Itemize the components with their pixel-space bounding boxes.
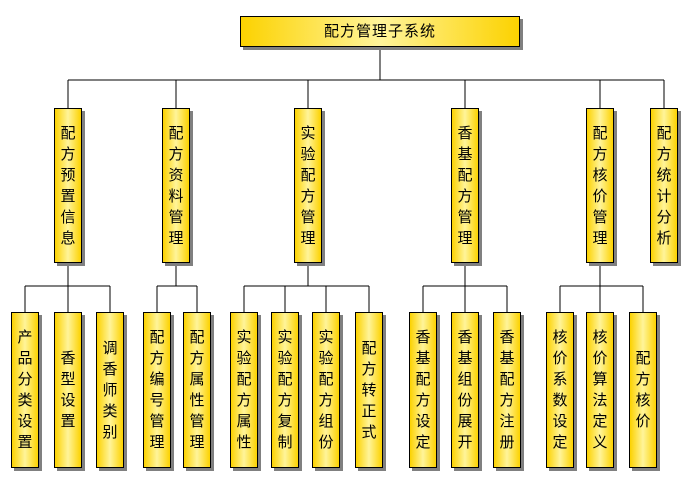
- leaf-label: 核价算法定义: [592, 328, 608, 451]
- module-experimental-formula: 实验配方管理: [294, 108, 322, 263]
- leaf-experimental-copy: 实验配方复制: [271, 312, 299, 468]
- leaf-experimental-attributes: 实验配方属性: [230, 312, 258, 468]
- leaf-formula-formalize: 配方转正式: [355, 312, 383, 468]
- module-formula-data: 配方资料管理: [162, 108, 190, 263]
- module-pricing: 配方核价管理: [586, 108, 614, 263]
- leaf-label: 配方转正式: [361, 338, 377, 441]
- leaf-formula-attributes: 配方属性管理: [183, 312, 211, 468]
- leaf-label: 香基配方设定: [415, 328, 431, 451]
- leaf-formula-number: 配方编号管理: [143, 312, 171, 468]
- leaf-experimental-components: 实验配方组份: [312, 312, 340, 468]
- module-preset-info: 配方预置信息: [54, 108, 82, 263]
- leaf-base-formula-register: 香基配方注册: [493, 312, 521, 468]
- root-node: 配方管理子系统: [240, 16, 520, 47]
- leaf-product-category: 产品分类设置: [11, 312, 39, 468]
- leaf-base-component-expand: 香基组份展开: [451, 312, 479, 468]
- leaf-label: 香基配方注册: [499, 328, 515, 451]
- leaf-label: 实验配方组份: [318, 328, 334, 451]
- leaf-label: 核价系数设定: [552, 328, 568, 451]
- module-statistics: 配方统计分析: [650, 108, 678, 263]
- leaf-label: 配方编号管理: [149, 328, 165, 451]
- leaf-pricing-algorithm: 核价算法定义: [586, 312, 614, 468]
- leaf-label: 调香师类别: [102, 338, 118, 441]
- leaf-label: 香基组份展开: [457, 328, 473, 451]
- leaf-perfumer-category: 调香师类别: [96, 312, 124, 468]
- module-label: 配方统计分析: [656, 123, 672, 247]
- module-label: 实验配方管理: [300, 123, 316, 247]
- leaf-formula-pricing: 配方核价: [629, 312, 657, 468]
- root-node-label: 配方管理子系统: [323, 22, 436, 40]
- leaf-label: 配方属性管理: [189, 328, 205, 451]
- module-label: 配方资料管理: [168, 123, 184, 247]
- leaf-pricing-coefficient: 核价系数设定: [546, 312, 574, 468]
- leaf-label: 配方核价: [635, 349, 651, 430]
- module-label: 配方预置信息: [60, 123, 76, 247]
- module-base-fragrance: 香基配方管理: [451, 108, 479, 263]
- leaf-label: 香型设置: [60, 349, 76, 430]
- leaf-label: 产品分类设置: [17, 328, 33, 451]
- leaf-label: 实验配方属性: [236, 328, 252, 451]
- leaf-label: 实验配方复制: [277, 328, 293, 451]
- module-label: 配方核价管理: [592, 123, 608, 247]
- module-label: 香基配方管理: [457, 123, 473, 247]
- leaf-fragrance-type: 香型设置: [54, 312, 82, 468]
- leaf-base-formula-setup: 香基配方设定: [409, 312, 437, 468]
